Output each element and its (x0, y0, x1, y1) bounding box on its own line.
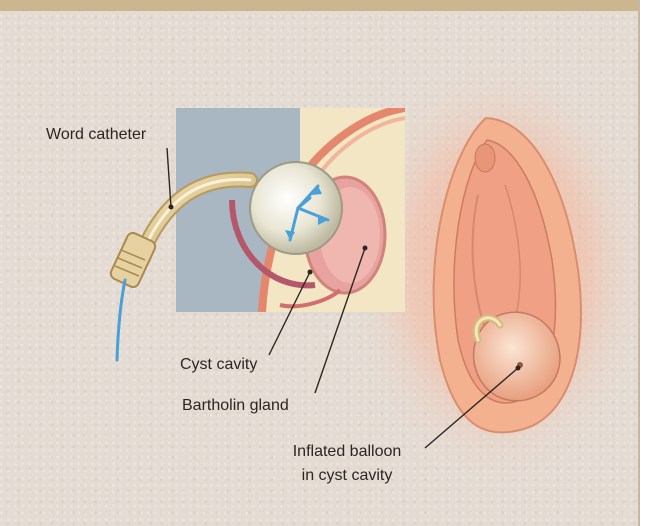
label-inflated-balloon-line1: Inflated balloon (278, 440, 416, 464)
label-inflated-balloon-line2: in cyst cavity (278, 464, 416, 488)
label-word-catheter: Word catheter (46, 126, 146, 144)
label-cyst-cavity: Cyst cavity (180, 356, 257, 374)
cross-section-inset (176, 108, 405, 312)
label-inflated-balloon: Inflated balloon in cyst cavity (278, 440, 416, 488)
label-bartholin-gland: Bartholin gland (182, 397, 289, 415)
